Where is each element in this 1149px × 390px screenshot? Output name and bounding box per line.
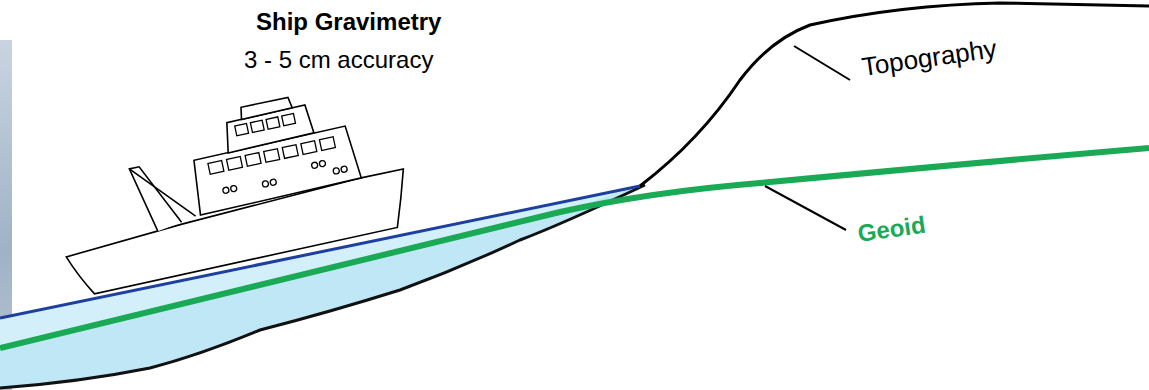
topography-label: Topography: [860, 33, 999, 83]
geoid-label: Geoid: [856, 211, 927, 249]
accuracy-label: 3 - 5 cm accuracy: [244, 46, 433, 75]
heading-label: Ship Gravimetry: [256, 8, 441, 37]
leader-line: [794, 46, 850, 80]
topography-line: [640, 3, 1149, 186]
leader-line: [765, 186, 846, 230]
geoid-line: [0, 148, 1149, 348]
ship-drawing: [43, 77, 415, 298]
